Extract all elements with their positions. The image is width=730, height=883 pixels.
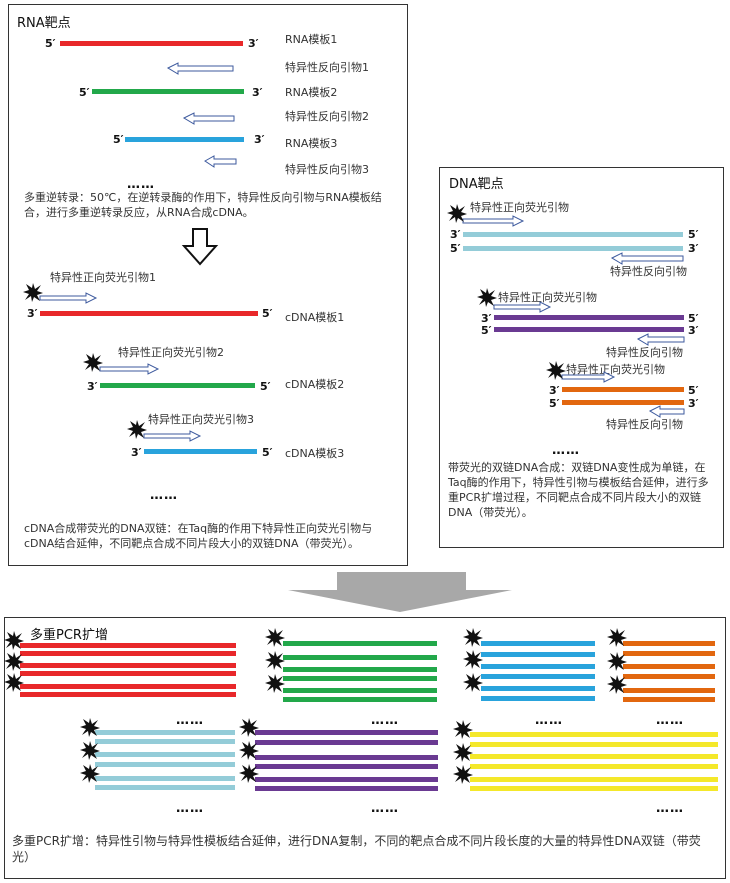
process-arrow-icon: [288, 572, 512, 612]
rna1-left-end: 5′: [45, 37, 56, 50]
dna-panel-title: DNA靶点: [449, 177, 504, 192]
dna-rev-primer-3-arrow: [648, 405, 685, 418]
dna2-bottom-right: 3′: [688, 324, 699, 337]
dna-group1-bottom-strand: [463, 246, 683, 251]
cdna-template-1-strand: [40, 311, 258, 316]
multiplex-pcr-panel: [4, 617, 726, 879]
reverse-primer-1-arrow: [166, 62, 234, 75]
rna3-left-end: 5′: [113, 133, 124, 146]
reverse-transcription-description: 多重逆转录：50℃，在逆转录酶的作用下，特异性反向引物与RNA模板结合，进行多重…: [24, 191, 382, 219]
dna-group3-top-strand: [562, 387, 684, 392]
dna-synthesis-description: 带荧光的双链DNA合成：双链DNA变性成为单链，在Taq酶的作用下，特异性引物与…: [448, 461, 709, 519]
dna2-top-left: 3′: [481, 312, 492, 325]
cdna-template-2-strand: [100, 383, 255, 388]
rna-template-2-label: RNA模板2: [285, 86, 338, 99]
down-arrow-icon: [181, 228, 219, 266]
pcr-ellipsis-row1-a: ……: [176, 713, 204, 728]
pcr-ellipsis-row2-c: ……: [656, 801, 684, 816]
dna3-bottom-left: 5′: [549, 397, 560, 410]
rna3-right-end: 3′: [254, 133, 265, 146]
pcr-ellipsis-row1-d: ……: [656, 713, 684, 728]
cdna1-right-end: 5′: [262, 307, 273, 320]
rna1-right-end: 3′: [248, 37, 259, 50]
pcr-ellipsis-row2-a: ……: [176, 801, 204, 816]
cdna1-left-end: 3′: [27, 307, 38, 320]
dna1-bottom-right: 3′: [688, 242, 699, 255]
fwd-fluor-primer-3-arrow: [143, 430, 202, 442]
pcr-ellipsis-row2-b: ……: [371, 801, 399, 816]
dna-fwd-primer-3-label: 特异性正向荧光引物: [566, 363, 665, 376]
fwd-fluor-primer-2-arrow: [99, 363, 160, 375]
rna-template-1-strand: [60, 41, 243, 46]
reverse-primer-3-arrow: [204, 155, 237, 168]
dna2-top-right: 5′: [688, 312, 699, 325]
reverse-primer-1-label: 特异性反向引物1: [285, 61, 369, 74]
reverse-primer-2-arrow: [182, 112, 235, 125]
dna-group2-bottom-strand: [494, 327, 684, 332]
fwd-fluor-primer-1-arrow: [39, 292, 98, 304]
dna1-top-right: 5′: [688, 228, 699, 241]
dna-fwd-primer-1-label: 特异性正向荧光引物: [470, 201, 569, 214]
dna-fwd-primer-3-arrow: [561, 371, 616, 383]
dna-rev-primer-2-arrow: [636, 333, 685, 346]
rna-target-panel: [8, 4, 408, 566]
pcr-panel-title: 多重PCR扩增: [30, 628, 108, 643]
dna3-top-right: 5′: [688, 384, 699, 397]
pcr-ellipsis-row1-c: ……: [535, 713, 563, 728]
rna-template-2-strand: [92, 89, 244, 94]
pcr-description: 多重PCR扩增：特异性引物与特异性模板结合延伸，进行DNA复制，不同的靶点合成不…: [12, 834, 701, 864]
dna-group2-top-strand: [494, 315, 684, 320]
rna2-left-end: 5′: [79, 86, 90, 99]
dna1-top-left: 3′: [450, 228, 461, 241]
rna-template-3-strand: [125, 137, 244, 142]
cdna2-right-end: 5′: [260, 380, 271, 393]
fwd-fluor-primer-2-label: 特异性正向荧光引物2: [118, 346, 224, 359]
dna1-bottom-left: 5′: [450, 242, 461, 255]
cdna-template-2-label: cDNA模板2: [285, 378, 345, 391]
dna3-top-left: 3′: [549, 384, 560, 397]
dna2-bottom-left: 5′: [481, 324, 492, 337]
pcr-amplicons: [4, 628, 718, 791]
cdna-template-1-label: cDNA模板1: [285, 311, 345, 324]
reverse-primer-2-label: 特异性反向引物2: [285, 110, 369, 123]
rna-panel-title: RNA靶点: [17, 16, 71, 31]
cdna3-left-end: 3′: [131, 446, 142, 459]
cdna-synthesis-description: cDNA合成带荧光的DNA双链：在Taq酶的作用下特异性正向荧光引物与cDNA结…: [24, 522, 373, 550]
dna-fwd-primer-1-arrow: [462, 215, 525, 227]
fwd-fluor-primer-1-label: 特异性正向荧光引物1: [50, 271, 156, 284]
dna-fwd-primer-2-arrow: [493, 301, 552, 313]
dna-fwd-primer-2-label: 特异性正向荧光引物: [498, 291, 597, 304]
dna3-bottom-right: 3′: [688, 397, 699, 410]
cdna3-right-end: 5′: [262, 446, 273, 459]
rna-ellipsis: ……: [127, 177, 155, 192]
cdna-template-3-label: cDNA模板3: [285, 447, 345, 460]
dna-group3-bottom-strand: [562, 400, 684, 405]
dna-group1-top-strand: [463, 232, 683, 237]
dna-rev-primer-3-label: 特异性反向引物: [606, 418, 683, 431]
rna-template-3-label: RNA模板3: [285, 137, 338, 150]
cdna-template-3-strand: [144, 449, 257, 454]
pcr-ellipsis-row1-b: ……: [371, 713, 399, 728]
cdna2-left-end: 3′: [87, 380, 98, 393]
cdna-ellipsis: ……: [150, 488, 178, 503]
dna-rev-primer-2-label: 特异性反向引物: [606, 346, 683, 359]
dna-rev-primer-1-arrow: [610, 252, 684, 265]
dna-rev-primer-1-label: 特异性反向引物: [610, 265, 687, 278]
dna-fluorophore-2-icon: [477, 288, 497, 307]
dna-ellipsis: ……: [552, 443, 580, 458]
rna2-right-end: 3′: [252, 86, 263, 99]
fwd-fluor-primer-3-label: 特异性正向荧光引物3: [148, 413, 254, 426]
reverse-primer-3-label: 特异性反向引物3: [285, 163, 369, 176]
rna-template-1-label: RNA模板1: [285, 33, 338, 46]
dna-target-panel: [439, 167, 724, 548]
